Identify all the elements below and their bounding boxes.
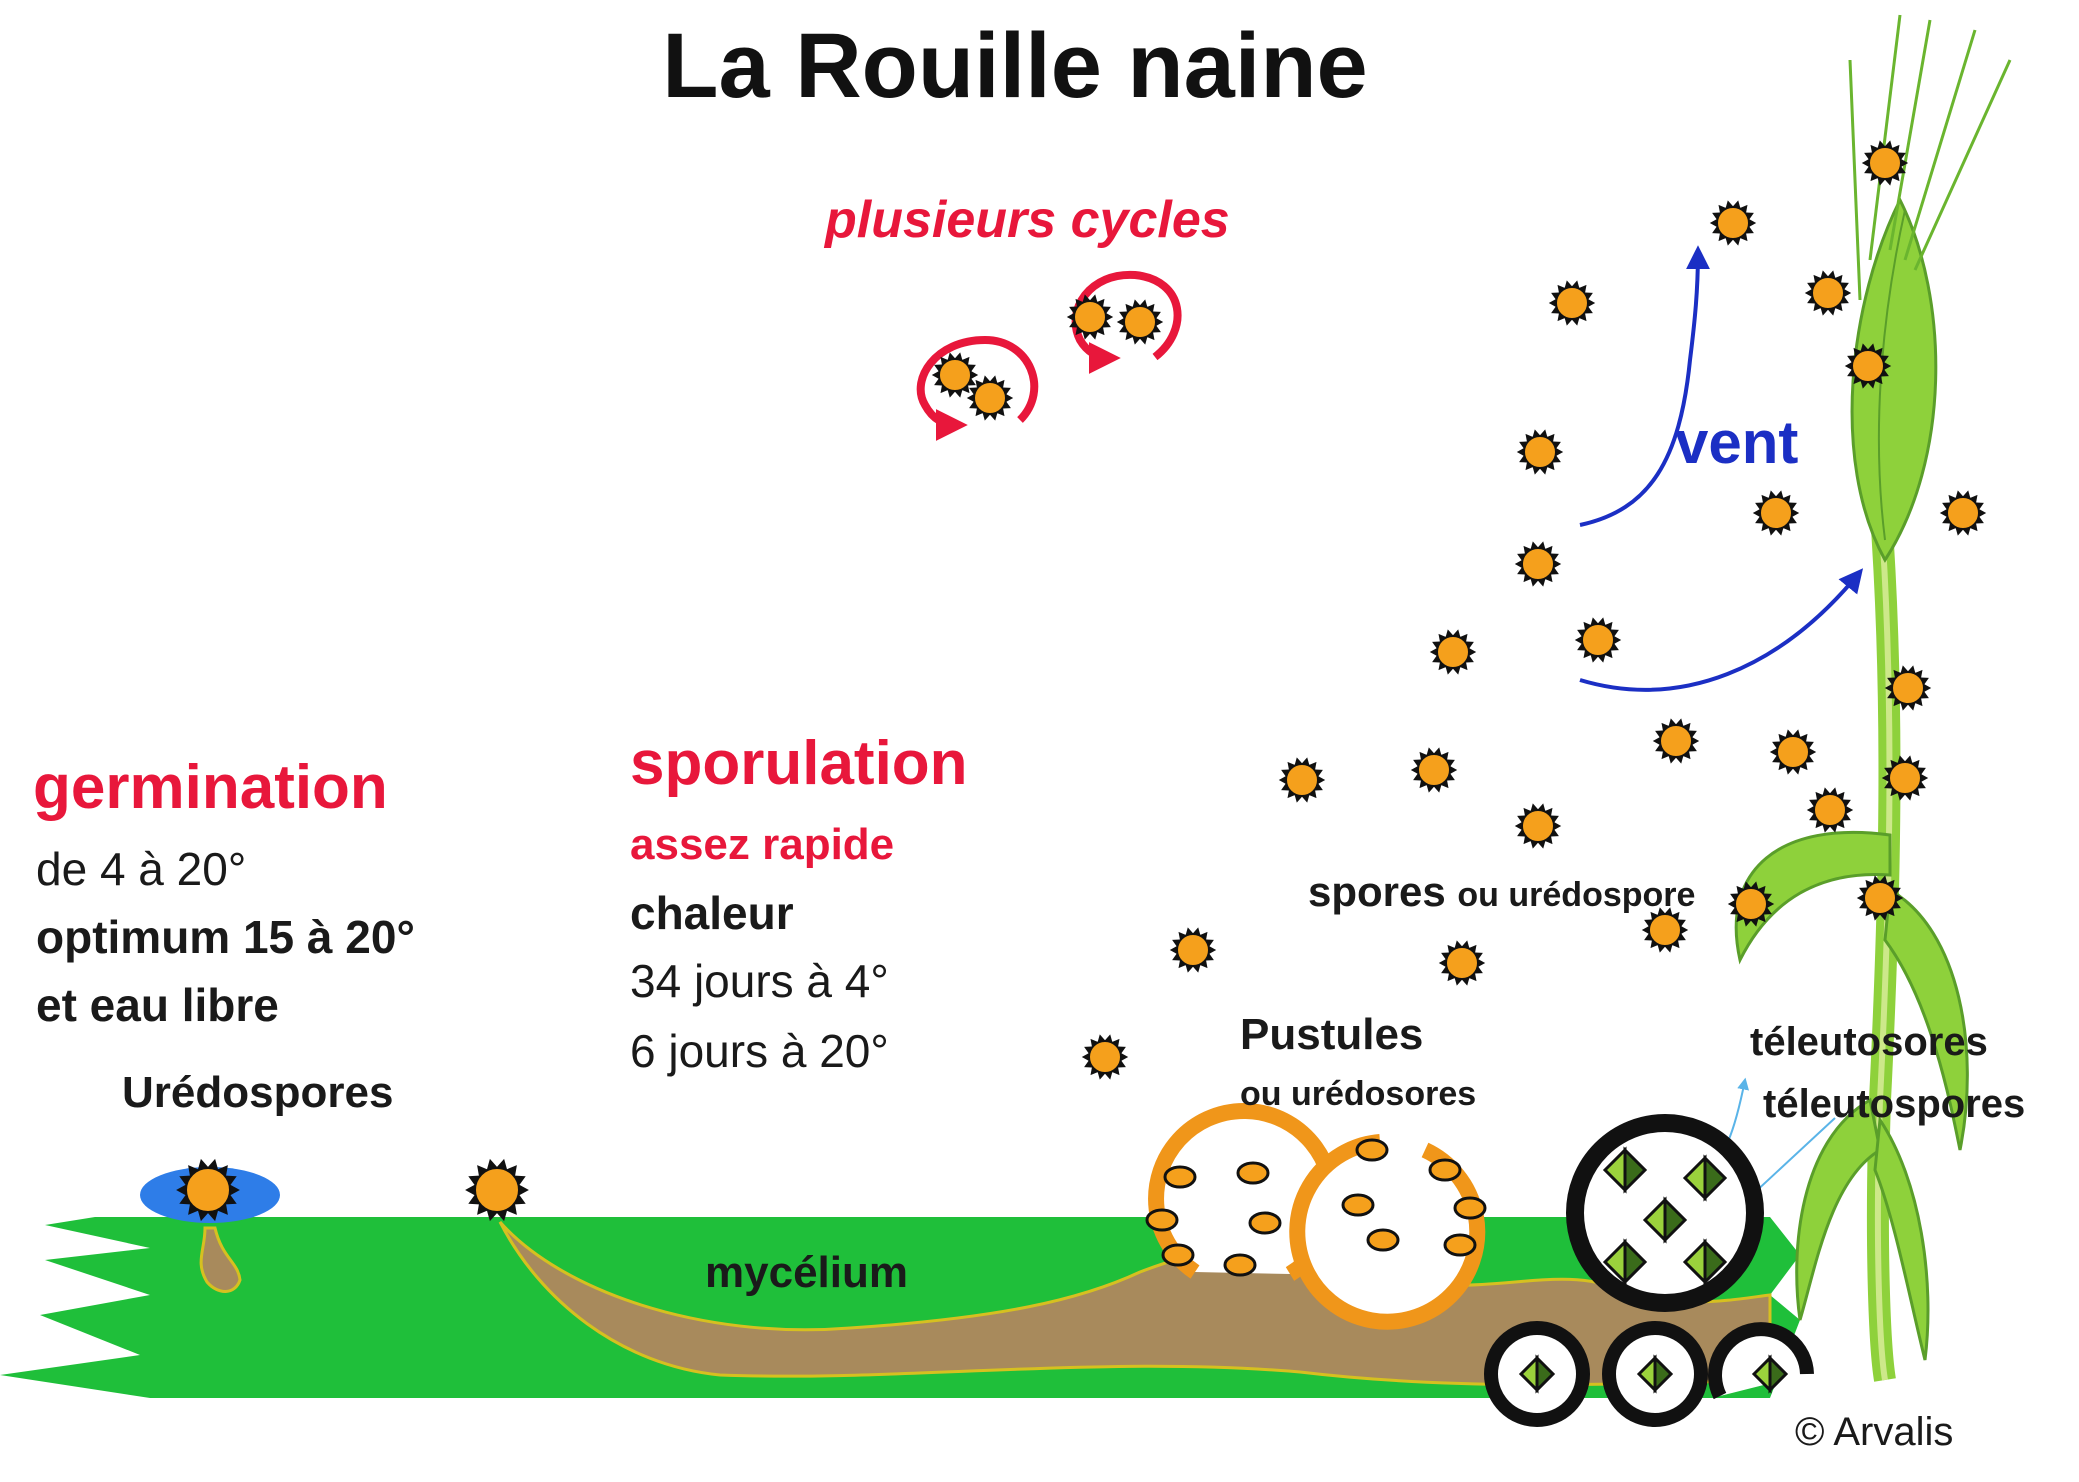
mycelium-label: mycélium bbox=[705, 1248, 908, 1298]
pustule-spore-2 bbox=[1238, 1163, 1268, 1183]
spore-13-body bbox=[1660, 725, 1692, 757]
spore-29-body bbox=[1124, 306, 1156, 338]
cycles-label: plusieurs cycles bbox=[825, 190, 1230, 250]
sporulation-heat: chaleur bbox=[630, 886, 794, 940]
teleutospores-label: téleutospores bbox=[1763, 1082, 2025, 1127]
spore-11-body bbox=[1437, 636, 1469, 668]
spore-10-body bbox=[1582, 624, 1614, 656]
spore-22-body bbox=[1864, 882, 1896, 914]
spore-26-body bbox=[939, 359, 971, 391]
spore-8-body bbox=[1947, 497, 1979, 529]
pustule-spore-8 bbox=[1430, 1160, 1460, 1180]
sporulation-duration-warm: 6 jours à 20° bbox=[630, 1024, 889, 1078]
wheat-plant bbox=[1736, 15, 2010, 1380]
spore-20-body bbox=[1735, 888, 1767, 920]
spore-9-body bbox=[1522, 548, 1554, 580]
teleutosores-label: téleutosores bbox=[1750, 1020, 1988, 1065]
spore-18-body bbox=[1522, 810, 1554, 842]
germination-temp-range: de 4 à 20° bbox=[36, 842, 246, 896]
sporulation-heading: sporulation bbox=[630, 728, 968, 799]
pustule-spore-11 bbox=[1368, 1230, 1398, 1250]
germination-optimum: optimum 15 à 20° bbox=[36, 910, 415, 964]
pustules-label: Pustules bbox=[1240, 1010, 1423, 1060]
sporulation-speed: assez rapide bbox=[630, 820, 894, 870]
spore-24-body bbox=[1446, 947, 1478, 979]
pustule-spore-12 bbox=[1445, 1235, 1475, 1255]
uredospores-label: Urédospores bbox=[122, 1068, 393, 1118]
copyright-notice: © Arvalis bbox=[1795, 1410, 1953, 1455]
pustule-spore-7 bbox=[1357, 1140, 1387, 1160]
germination-heading: germination bbox=[33, 752, 388, 823]
spore-28-body bbox=[1074, 301, 1106, 333]
spore-5-body bbox=[1852, 350, 1884, 382]
spore-19-body bbox=[1814, 794, 1846, 826]
sporulation-duration-cold: 34 jours à 4° bbox=[630, 954, 889, 1008]
pustule-spore-10 bbox=[1455, 1198, 1485, 1218]
spore-14-body bbox=[1777, 736, 1809, 768]
pustule-spore-5 bbox=[1163, 1245, 1193, 1265]
pustule-spore-1 bbox=[1165, 1167, 1195, 1187]
wind-label: vent bbox=[1675, 408, 1798, 477]
airborne-spores bbox=[176, 140, 1986, 1221]
spore-25-body bbox=[1089, 1041, 1121, 1073]
spore-15-body bbox=[1286, 764, 1318, 796]
spore-23-body bbox=[1177, 934, 1209, 966]
spore-3-body bbox=[1556, 287, 1588, 319]
spore-12-body bbox=[1892, 672, 1924, 704]
pustules-sublabel: ou urédosores bbox=[1240, 1075, 1476, 1114]
spore-6-body bbox=[1524, 436, 1556, 468]
spore-16-body bbox=[1418, 754, 1450, 786]
spores-label: spores ou urédospore bbox=[1308, 868, 1695, 916]
spore-7-body bbox=[1760, 497, 1792, 529]
diagram-title: La Rouille naine bbox=[0, 14, 2030, 119]
pustule-spore-3 bbox=[1147, 1210, 1177, 1230]
pustule-spore-6 bbox=[1225, 1255, 1255, 1275]
spore-2-body bbox=[1717, 207, 1749, 239]
germination-water: et eau libre bbox=[36, 978, 279, 1032]
spore-4-body bbox=[1812, 277, 1844, 309]
spore-30-body bbox=[186, 1168, 230, 1212]
pustule-spore-9 bbox=[1343, 1195, 1373, 1215]
wind-arrow-lower bbox=[1580, 572, 1860, 690]
spore-17-body bbox=[1889, 762, 1921, 794]
spore-21-body bbox=[1649, 914, 1681, 946]
pustule-spore-4 bbox=[1250, 1213, 1280, 1233]
spore-27-body bbox=[974, 382, 1006, 414]
spore-1-body bbox=[1869, 147, 1901, 179]
spores-suffix: ou urédospore bbox=[1457, 876, 1695, 914]
spore-31-body bbox=[475, 1168, 519, 1212]
wind-arrow-upper bbox=[1580, 250, 1698, 525]
